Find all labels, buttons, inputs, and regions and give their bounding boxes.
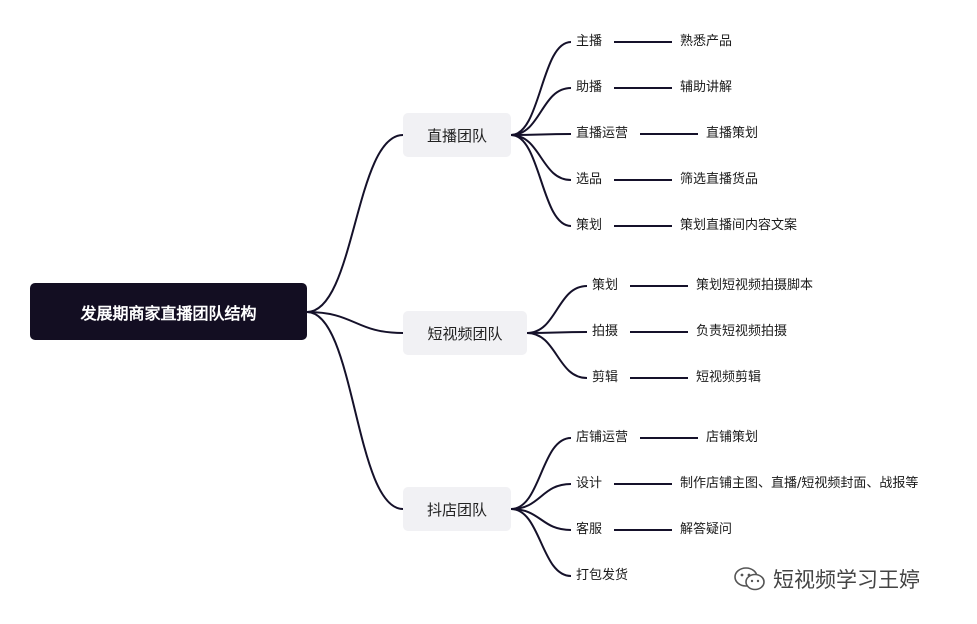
branch-label: 抖店团队	[426, 500, 487, 519]
watermark-text: 短视频学习王婷	[773, 568, 920, 592]
leaf-desc[interactable]: 熟悉产品	[680, 34, 733, 49]
leaf-role[interactable]: 店铺运营	[576, 430, 629, 445]
leaf-desc[interactable]: 负责短视频拍摄	[696, 324, 788, 339]
branch-leaf-connector	[510, 483, 572, 510]
branch-short-video-team[interactable]: 短视频团队	[403, 311, 527, 355]
leaf-desc[interactable]: 策划短视频拍摄脚本	[696, 278, 814, 293]
leaf-desc[interactable]: 策划直播间内容文案	[680, 218, 798, 233]
leaf-role[interactable]: 直播运营	[576, 126, 629, 141]
root-branch-connector	[306, 311, 404, 334]
leaf-desc[interactable]: 店铺策划	[706, 430, 759, 445]
leaf-role[interactable]: 客服	[576, 522, 603, 537]
branch-leaf-connector	[510, 41, 572, 136]
leaf-desc[interactable]: 解答疑问	[680, 522, 733, 537]
branch-leaf-connector	[510, 134, 572, 227]
leaf-role[interactable]: 选品	[576, 172, 603, 187]
leaf-role[interactable]: 助播	[576, 80, 603, 95]
branch-leaf-connector	[510, 133, 572, 136]
root-branch-connector	[306, 311, 404, 510]
branch-leaf-connector	[510, 134, 572, 181]
leaf-role[interactable]: 策划	[592, 278, 619, 293]
branch-live-team[interactable]: 直播团队	[403, 113, 511, 157]
watermark: 短视频学习王婷	[733, 564, 920, 594]
leaf-role[interactable]: 拍摄	[592, 324, 619, 339]
branch-leaf-connector	[526, 285, 588, 334]
branch-leaf-connector	[510, 87, 572, 136]
wechat-icon	[734, 567, 765, 591]
branch-label: 短视频团队	[427, 324, 503, 343]
leaf-desc[interactable]: 直播策划	[706, 126, 759, 141]
root-node[interactable]: 发展期商家直播团队结构	[30, 283, 307, 340]
branch-leaf-connector	[510, 437, 572, 510]
leaf-role[interactable]: 策划	[576, 218, 603, 233]
leaf-desc[interactable]: 筛选直播货品	[680, 172, 759, 187]
branch-label: 直播团队	[426, 126, 487, 145]
leaf-desc[interactable]: 辅助讲解	[680, 80, 733, 95]
leaf-desc[interactable]: 制作店铺主图、直播/短视频封面、战报等	[680, 476, 919, 491]
root-label: 发展期商家直播团队结构	[80, 303, 257, 323]
root-branch-connector	[306, 134, 404, 313]
leaf-role[interactable]: 打包发货	[576, 568, 629, 583]
leaf-role[interactable]: 设计	[576, 476, 603, 491]
leaf-desc[interactable]: 短视频剪辑	[696, 370, 762, 385]
leaf-role[interactable]: 主播	[576, 34, 603, 49]
branch-leaf-connector	[526, 332, 588, 379]
branch-leaf-connector	[526, 331, 588, 334]
branch-leaf-connector	[510, 508, 572, 577]
branch-douyin-shop-team[interactable]: 抖店团队	[403, 487, 511, 531]
leaf-role[interactable]: 剪辑	[592, 370, 619, 385]
